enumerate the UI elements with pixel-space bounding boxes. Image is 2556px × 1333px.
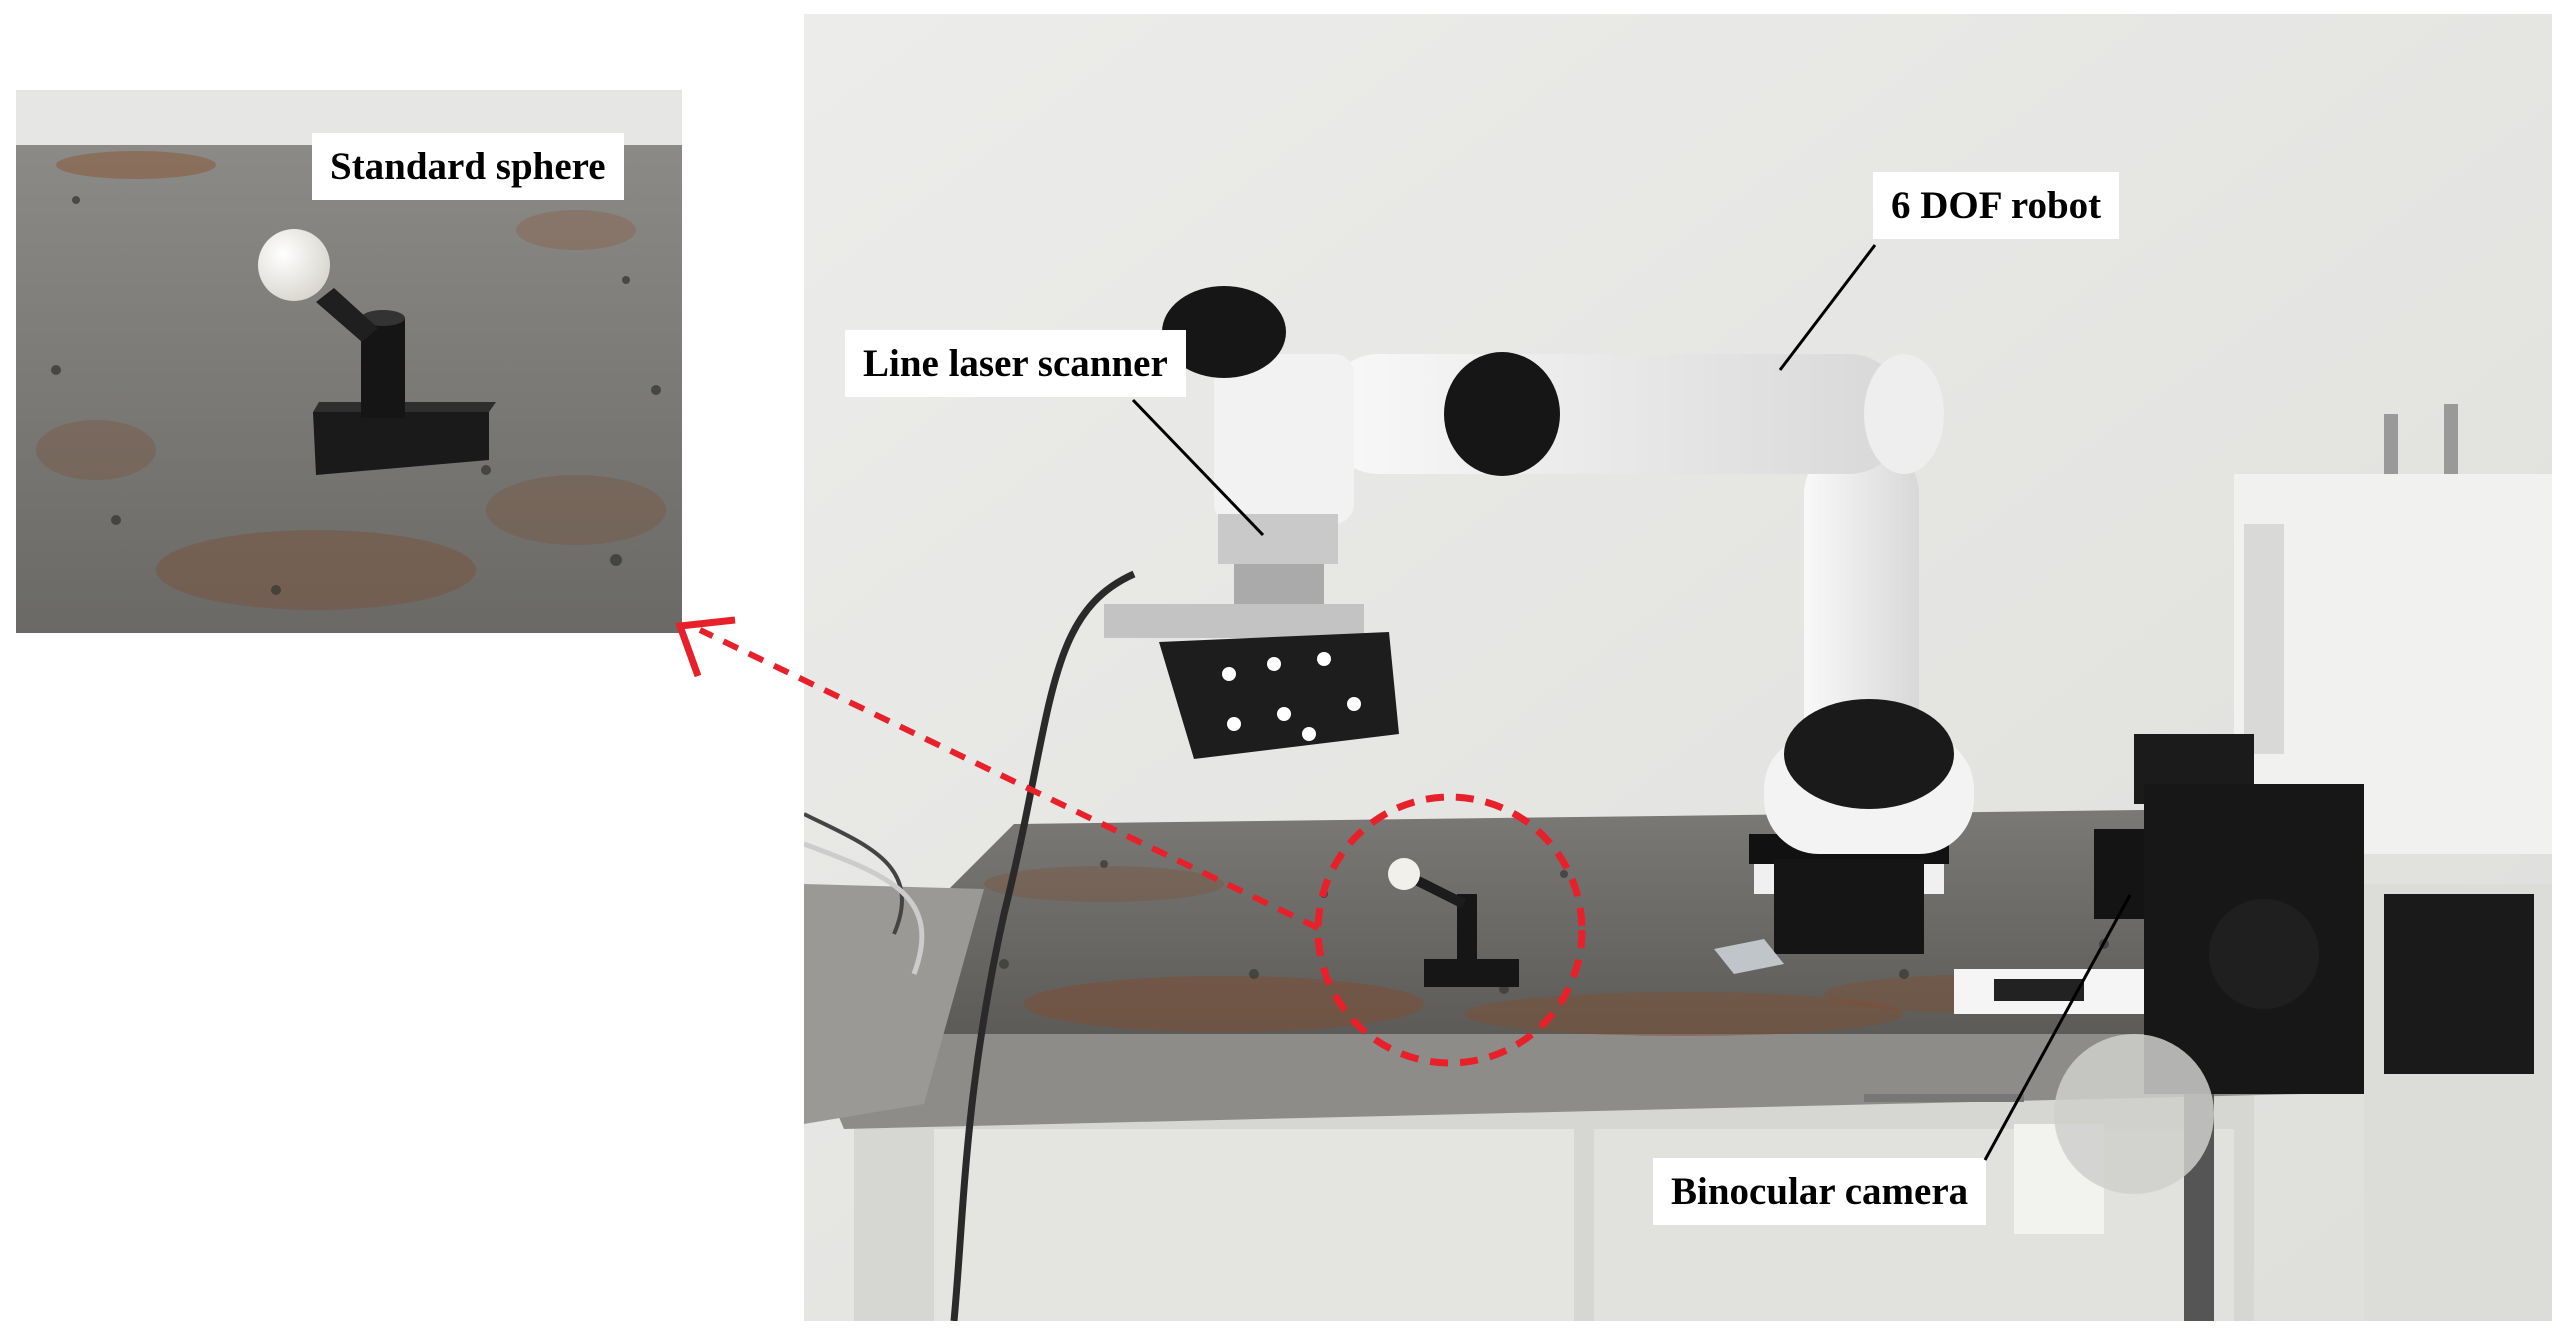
inset-photo-illustration [16,90,682,633]
label-standard-sphere: Standard sphere [312,133,624,200]
zoom-arrow-head [675,616,736,678]
label-binocular-camera: Binocular camera [1653,1158,1987,1225]
label-6-dof-robot: 6 DOF robot [1873,172,2120,239]
main-photo [804,14,2552,1321]
main-photo-illustration [804,14,2552,1321]
label-line-laser-scanner: Line laser scanner [845,330,1186,397]
inset-photo [16,90,682,633]
